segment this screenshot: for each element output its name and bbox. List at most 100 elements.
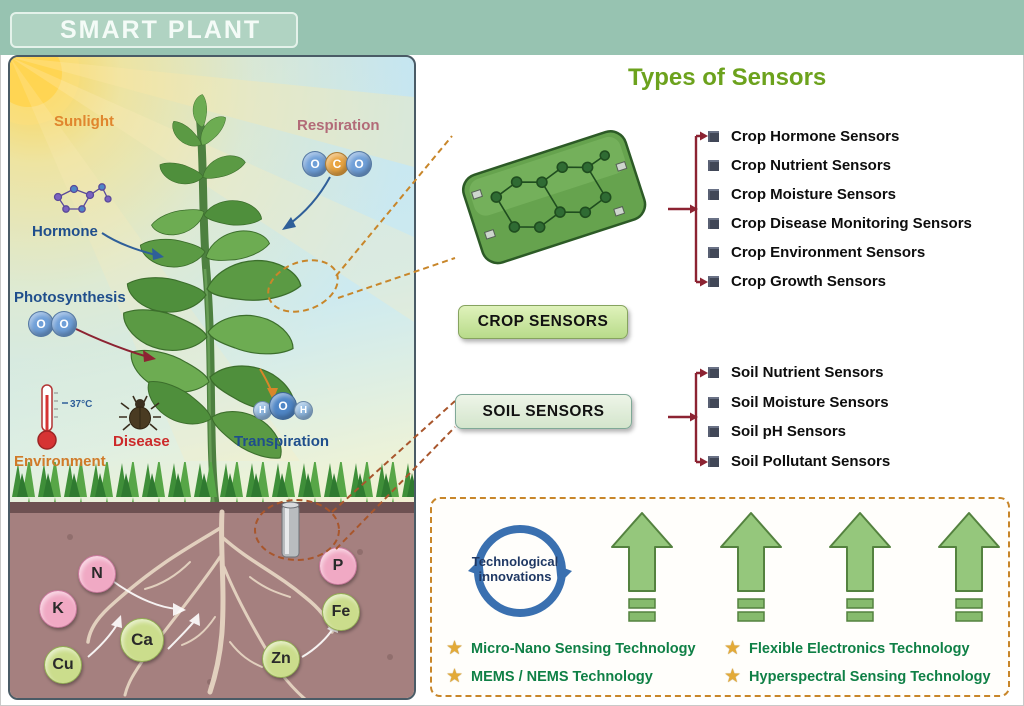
- plant-illustration-panel: Sunlight Respiration Hormone Photosynthe…: [8, 55, 416, 700]
- bullet-square-icon: [708, 396, 719, 408]
- sensor-item-label: Crop Nutrient Sensors: [731, 157, 892, 174]
- star-icon: ★: [446, 638, 464, 659]
- list-item: Crop Growth Sensors: [708, 267, 972, 296]
- label-environment: Environment: [14, 453, 106, 470]
- list-item: Soil Nutrient Sensors: [708, 358, 890, 388]
- label-disease: Disease: [113, 433, 170, 450]
- sensor-item-label: Soil Moisture Sensors: [731, 393, 889, 411]
- list-item: Crop Hormone Sensors: [708, 122, 972, 151]
- pest-beetle-icon: [119, 395, 161, 431]
- list-item: Soil Moisture Sensors: [708, 388, 890, 418]
- soil-sensors-button: SOIL SENSORS: [455, 394, 632, 429]
- nutrient-K: K: [39, 590, 77, 628]
- label-photosynthesis: Photosynthesis: [14, 289, 126, 306]
- technology-item: ★ Hyperspectral Sensing Technology: [724, 667, 1002, 686]
- technology-item: ★ Micro-Nano Sensing Technology: [446, 639, 724, 658]
- bullet-square-icon: [708, 218, 719, 229]
- hormone-molecule-icon: [53, 183, 112, 213]
- sensor-item-label: Crop Growth Sensors: [731, 273, 887, 290]
- bullet-square-icon: [708, 456, 719, 468]
- nutrient-symbol: Cu: [52, 656, 74, 673]
- oxygen-atom: O: [51, 311, 77, 337]
- list-item: Crop Disease Monitoring Sensors: [708, 209, 972, 238]
- flexible-sensor-graphic: [461, 130, 647, 265]
- bullet-square-icon: [708, 276, 719, 287]
- sensor-item-label: Crop Hormone Sensors: [731, 128, 900, 145]
- technology-label: Flexible Electronics Technology: [749, 640, 970, 657]
- up-arrow-icon: [611, 512, 673, 622]
- temperature-reading: 37°C: [70, 399, 92, 410]
- label-respiration: Respiration: [297, 117, 380, 134]
- list-item: Crop Moisture Sensors: [708, 180, 972, 209]
- technology-legend: ★Micro-Nano Sensing Technology ★Flexible…: [446, 639, 1002, 686]
- sensor-item-label: Soil Nutrient Sensors: [731, 364, 884, 382]
- soil-bracket-arrow: [668, 368, 708, 467]
- nutrient-Fe: Fe: [322, 593, 360, 631]
- nutrient-symbol: Ca: [131, 630, 153, 649]
- sensor-item-label: Crop Environment Sensors: [731, 244, 926, 261]
- header-bar: SMART PLANT: [0, 0, 1024, 55]
- technology-label: MEMS / NEMS Technology: [471, 668, 653, 685]
- bullet-square-icon: [708, 160, 719, 171]
- oxygen-atom: O: [28, 311, 54, 337]
- highlighted-leaf: [206, 258, 303, 303]
- technological-innovations-label: Technological innovations: [471, 554, 559, 584]
- oxygen-atom: O: [269, 391, 297, 420]
- up-arrow-icon: [720, 512, 782, 622]
- technology-label: Micro-Nano Sensing Technology: [471, 640, 696, 657]
- sensor-item-label: Crop Disease Monitoring Sensors: [731, 215, 972, 232]
- list-item: Crop Nutrient Sensors: [708, 151, 972, 180]
- bullet-square-icon: [708, 131, 719, 142]
- up-arrow-icon: [829, 512, 891, 622]
- process-arrows: [75, 176, 331, 400]
- star-icon: ★: [724, 666, 742, 687]
- crop-sensors-button-label: CROP SENSORS: [477, 313, 609, 330]
- growth-arrows: [610, 511, 1001, 629]
- list-item: Soil pH Sensors: [708, 417, 890, 447]
- nutrient-symbol: N: [91, 565, 103, 582]
- figure-title: SMART PLANT: [10, 12, 298, 48]
- bullet-square-icon: [708, 189, 719, 200]
- nutrient-N: N: [78, 555, 116, 593]
- nutrient-P: P: [319, 547, 357, 585]
- sensor-item-label: Crop Moisture Sensors: [731, 186, 897, 203]
- oxygen-atom: O: [302, 151, 328, 177]
- up-arrow-icon: [938, 512, 1000, 622]
- technology-item: ★ MEMS / NEMS Technology: [446, 667, 724, 686]
- thermometer-icon: 37°C: [37, 384, 92, 450]
- label-transpiration: Transpiration: [234, 433, 330, 450]
- nutrient-Zn: Zn: [262, 640, 300, 678]
- soil-probe: [281, 501, 300, 558]
- nutrient-Ca: Ca: [120, 618, 164, 662]
- label-sunlight: Sunlight: [54, 113, 114, 130]
- nutrient-symbol: P: [332, 557, 344, 574]
- h2o-molecule: H O H: [253, 391, 313, 420]
- bullet-square-icon: [708, 247, 719, 258]
- o2-molecule: O O: [28, 311, 77, 337]
- label-hormone: Hormone: [32, 223, 98, 240]
- sensor-item-label: Soil pH Sensors: [731, 423, 847, 441]
- bullet-square-icon: [708, 426, 719, 438]
- oxygen-atom: O: [346, 151, 372, 177]
- nutrient-Cu: Cu: [44, 646, 82, 684]
- soil-sensors-button-label: SOIL SENSORS: [482, 402, 605, 420]
- nutrient-symbol: Zn: [271, 650, 291, 667]
- crop-bracket-arrow: [668, 131, 708, 287]
- list-item: Soil Pollutant Sensors: [708, 447, 890, 477]
- co2-molecule: O C O: [302, 151, 372, 177]
- cycle-arrows-icon: [468, 525, 572, 617]
- figure-title-text: SMART PLANT: [60, 15, 262, 44]
- list-item: Crop Environment Sensors: [708, 238, 972, 267]
- star-icon: ★: [446, 666, 464, 687]
- technology-label: Hyperspectral Sensing Technology: [749, 668, 991, 685]
- types-of-sensors-title: Types of Sensors: [628, 64, 827, 91]
- hydrogen-atom: H: [294, 401, 313, 420]
- technology-innovations-box: Technological innovations: [430, 497, 1010, 697]
- sensor-item-label: Soil Pollutant Sensors: [731, 453, 891, 471]
- technology-item: ★Flexible Electronics Technology: [724, 639, 1002, 658]
- crop-sensor-list: Crop Hormone Sensors Crop Nutrient Senso…: [708, 122, 972, 296]
- crop-sensors-button: CROP SENSORS: [458, 305, 628, 339]
- soil-sensor-list: Soil Nutrient Sensors Soil Moisture Sens…: [708, 358, 890, 476]
- nutrient-symbol: Fe: [331, 603, 351, 620]
